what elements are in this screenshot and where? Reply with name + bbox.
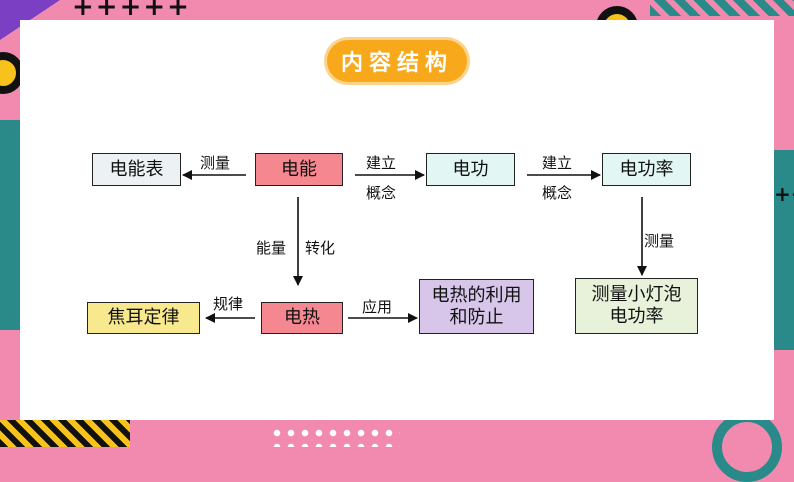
label-celiang-2: 测量 [644, 232, 675, 250]
node-diangong: 电功 [426, 153, 515, 186]
content-card [20, 20, 774, 420]
diagram-arrows [182, 170, 647, 323]
label-nengliang: 能量 [256, 239, 287, 257]
right-teal-band [772, 150, 794, 350]
node-jiaoer: 焦耳定律 [87, 302, 200, 334]
page-title: 内容结构 [327, 40, 467, 82]
left-teal-band [0, 120, 22, 330]
top-left-plus-signs: +++++ [72, 0, 191, 22]
top-right-chevron-band [650, 0, 794, 16]
label-zhuanhua: 转化 [305, 239, 336, 257]
label-yingyong: 应用 [362, 298, 393, 316]
node-dianre: 电热 [261, 302, 343, 334]
label-celiang-1: 测量 [200, 154, 231, 172]
bottom-yellow-stripes [0, 420, 130, 447]
label-gainian-2: 概念 [542, 184, 573, 202]
bottom-dots-decoration [270, 426, 400, 447]
label-jianli-1: 建立 [366, 154, 397, 172]
right-plus-signs: ++ [774, 182, 794, 206]
label-guilv: 规律 [213, 295, 244, 313]
node-diannengbiao: 电能表 [92, 153, 181, 186]
node-diangonglv: 电功率 [602, 153, 691, 186]
node-liyong: 电热的利用和防止 [419, 279, 534, 334]
node-celiang-deng: 测量小灯泡电功率 [575, 278, 698, 334]
node-dianneng: 电能 [255, 153, 343, 186]
label-gainian-1: 概念 [366, 184, 397, 202]
label-jianli-2: 建立 [542, 154, 573, 172]
